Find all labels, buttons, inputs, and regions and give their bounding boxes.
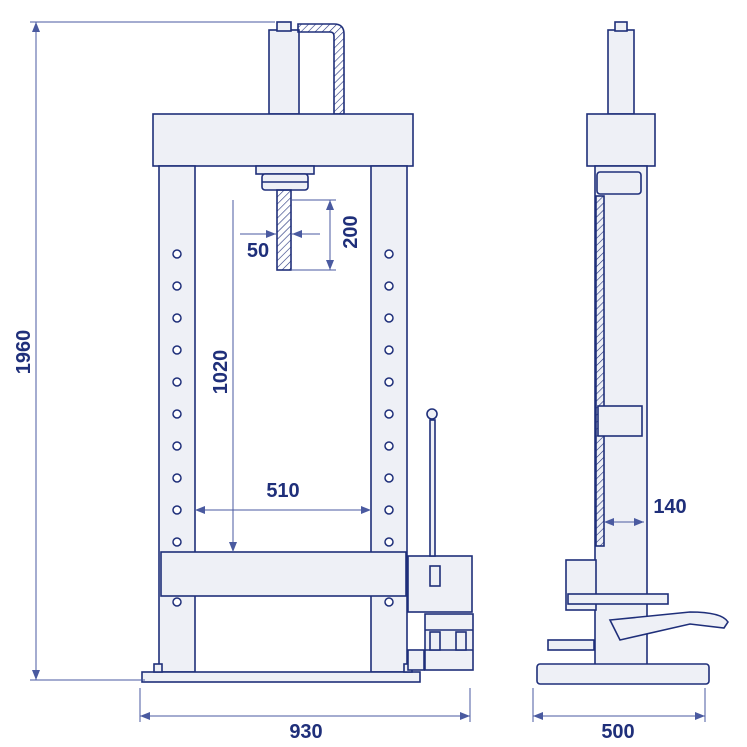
bed-table [160, 551, 407, 597]
top-crossbeam [152, 113, 414, 167]
side-cylinder [607, 29, 635, 115]
front-base [141, 671, 421, 683]
front-view [141, 21, 474, 683]
side-base [536, 663, 710, 685]
side-crossbeam [586, 113, 656, 167]
side-view [536, 21, 729, 685]
label-piston-diameter: 50 [247, 240, 269, 262]
label-table-gap: 140 [653, 496, 686, 518]
piston-rod [276, 189, 292, 271]
label-working-height: 1020 [210, 350, 232, 395]
dimension-lines [30, 21, 706, 722]
ram-head [255, 165, 315, 175]
dimension-arrows [32, 22, 705, 720]
label-overall-width: 930 [289, 721, 322, 743]
label-working-width: 510 [266, 480, 299, 502]
label-side-depth: 500 [601, 721, 634, 743]
pump-lever [429, 419, 436, 557]
label-overall-height: 1960 [13, 330, 35, 375]
side-table [567, 593, 669, 605]
side-rod-hatch [595, 195, 605, 547]
side-bed-block [597, 405, 643, 437]
hydraulic-cylinder [268, 29, 300, 115]
hydraulic-hose [297, 23, 345, 115]
cylinder-cap [276, 21, 292, 32]
dimension-labels: 1960 930 500 1020 510 200 50 140 [13, 215, 687, 743]
side-pedal [608, 611, 729, 641]
column-holes [172, 249, 394, 607]
label-stroke: 200 [340, 215, 362, 248]
